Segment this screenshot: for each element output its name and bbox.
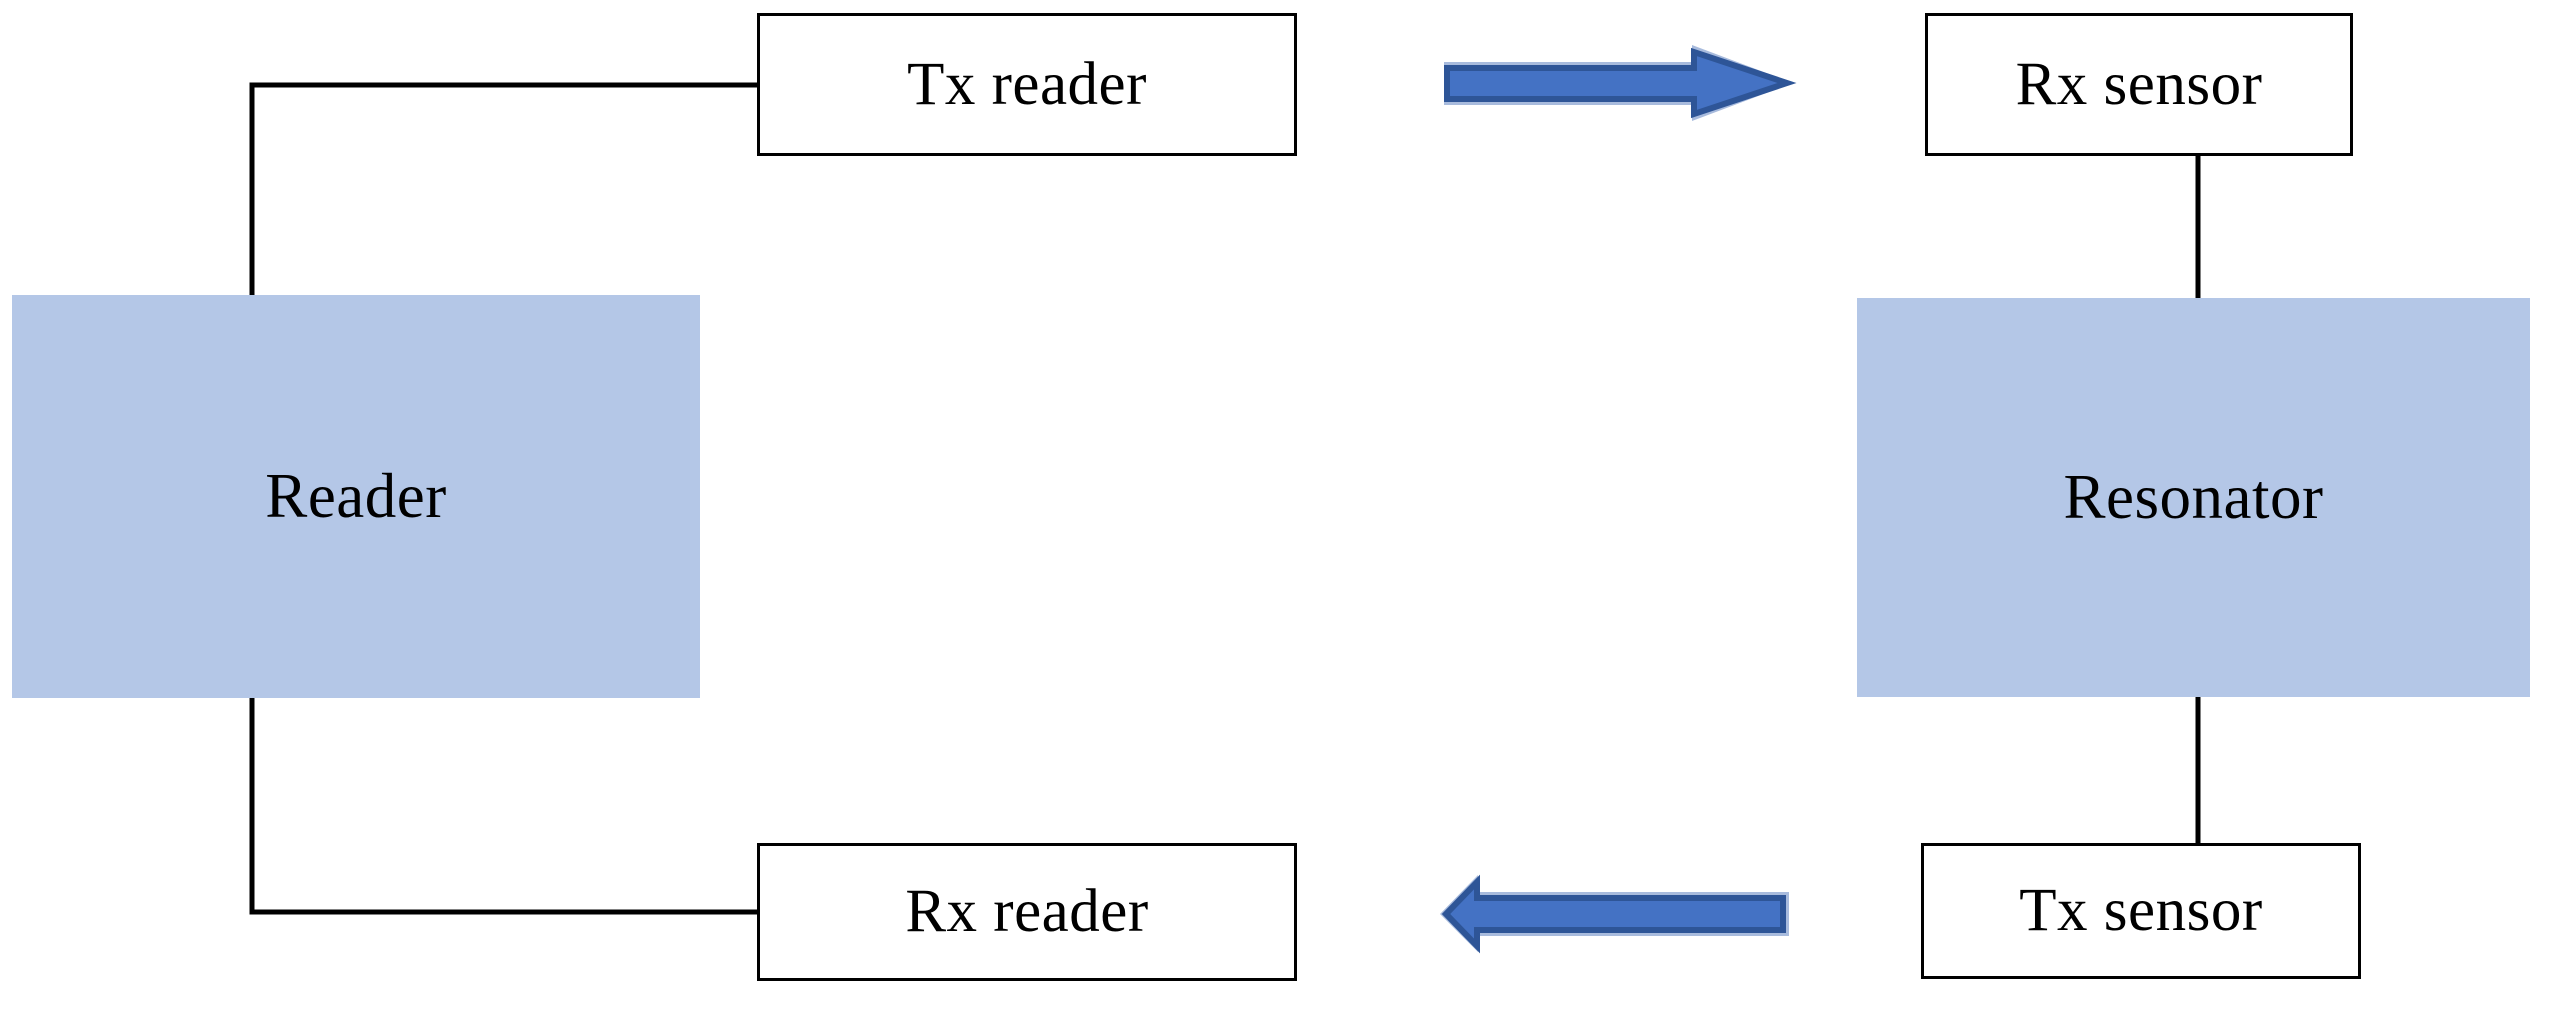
node-rx-sensor[interactable]: [1925, 13, 2353, 156]
connector-reader-to-tx-reader: [249, 82, 759, 298]
node-reader[interactable]: [12, 295, 700, 698]
arrow-tx-reader-to-rx-sensor: [1444, 45, 1797, 121]
node-tx-sensor[interactable]: [1921, 843, 2361, 979]
arrow-tx-sensor-to-rx-reader: [1440, 874, 1789, 954]
connector-reader-to-rx-reader: [249, 696, 759, 915]
node-tx-reader[interactable]: [757, 13, 1297, 156]
node-rx-reader[interactable]: [757, 843, 1297, 981]
node-resonator[interactable]: [1857, 298, 2530, 697]
